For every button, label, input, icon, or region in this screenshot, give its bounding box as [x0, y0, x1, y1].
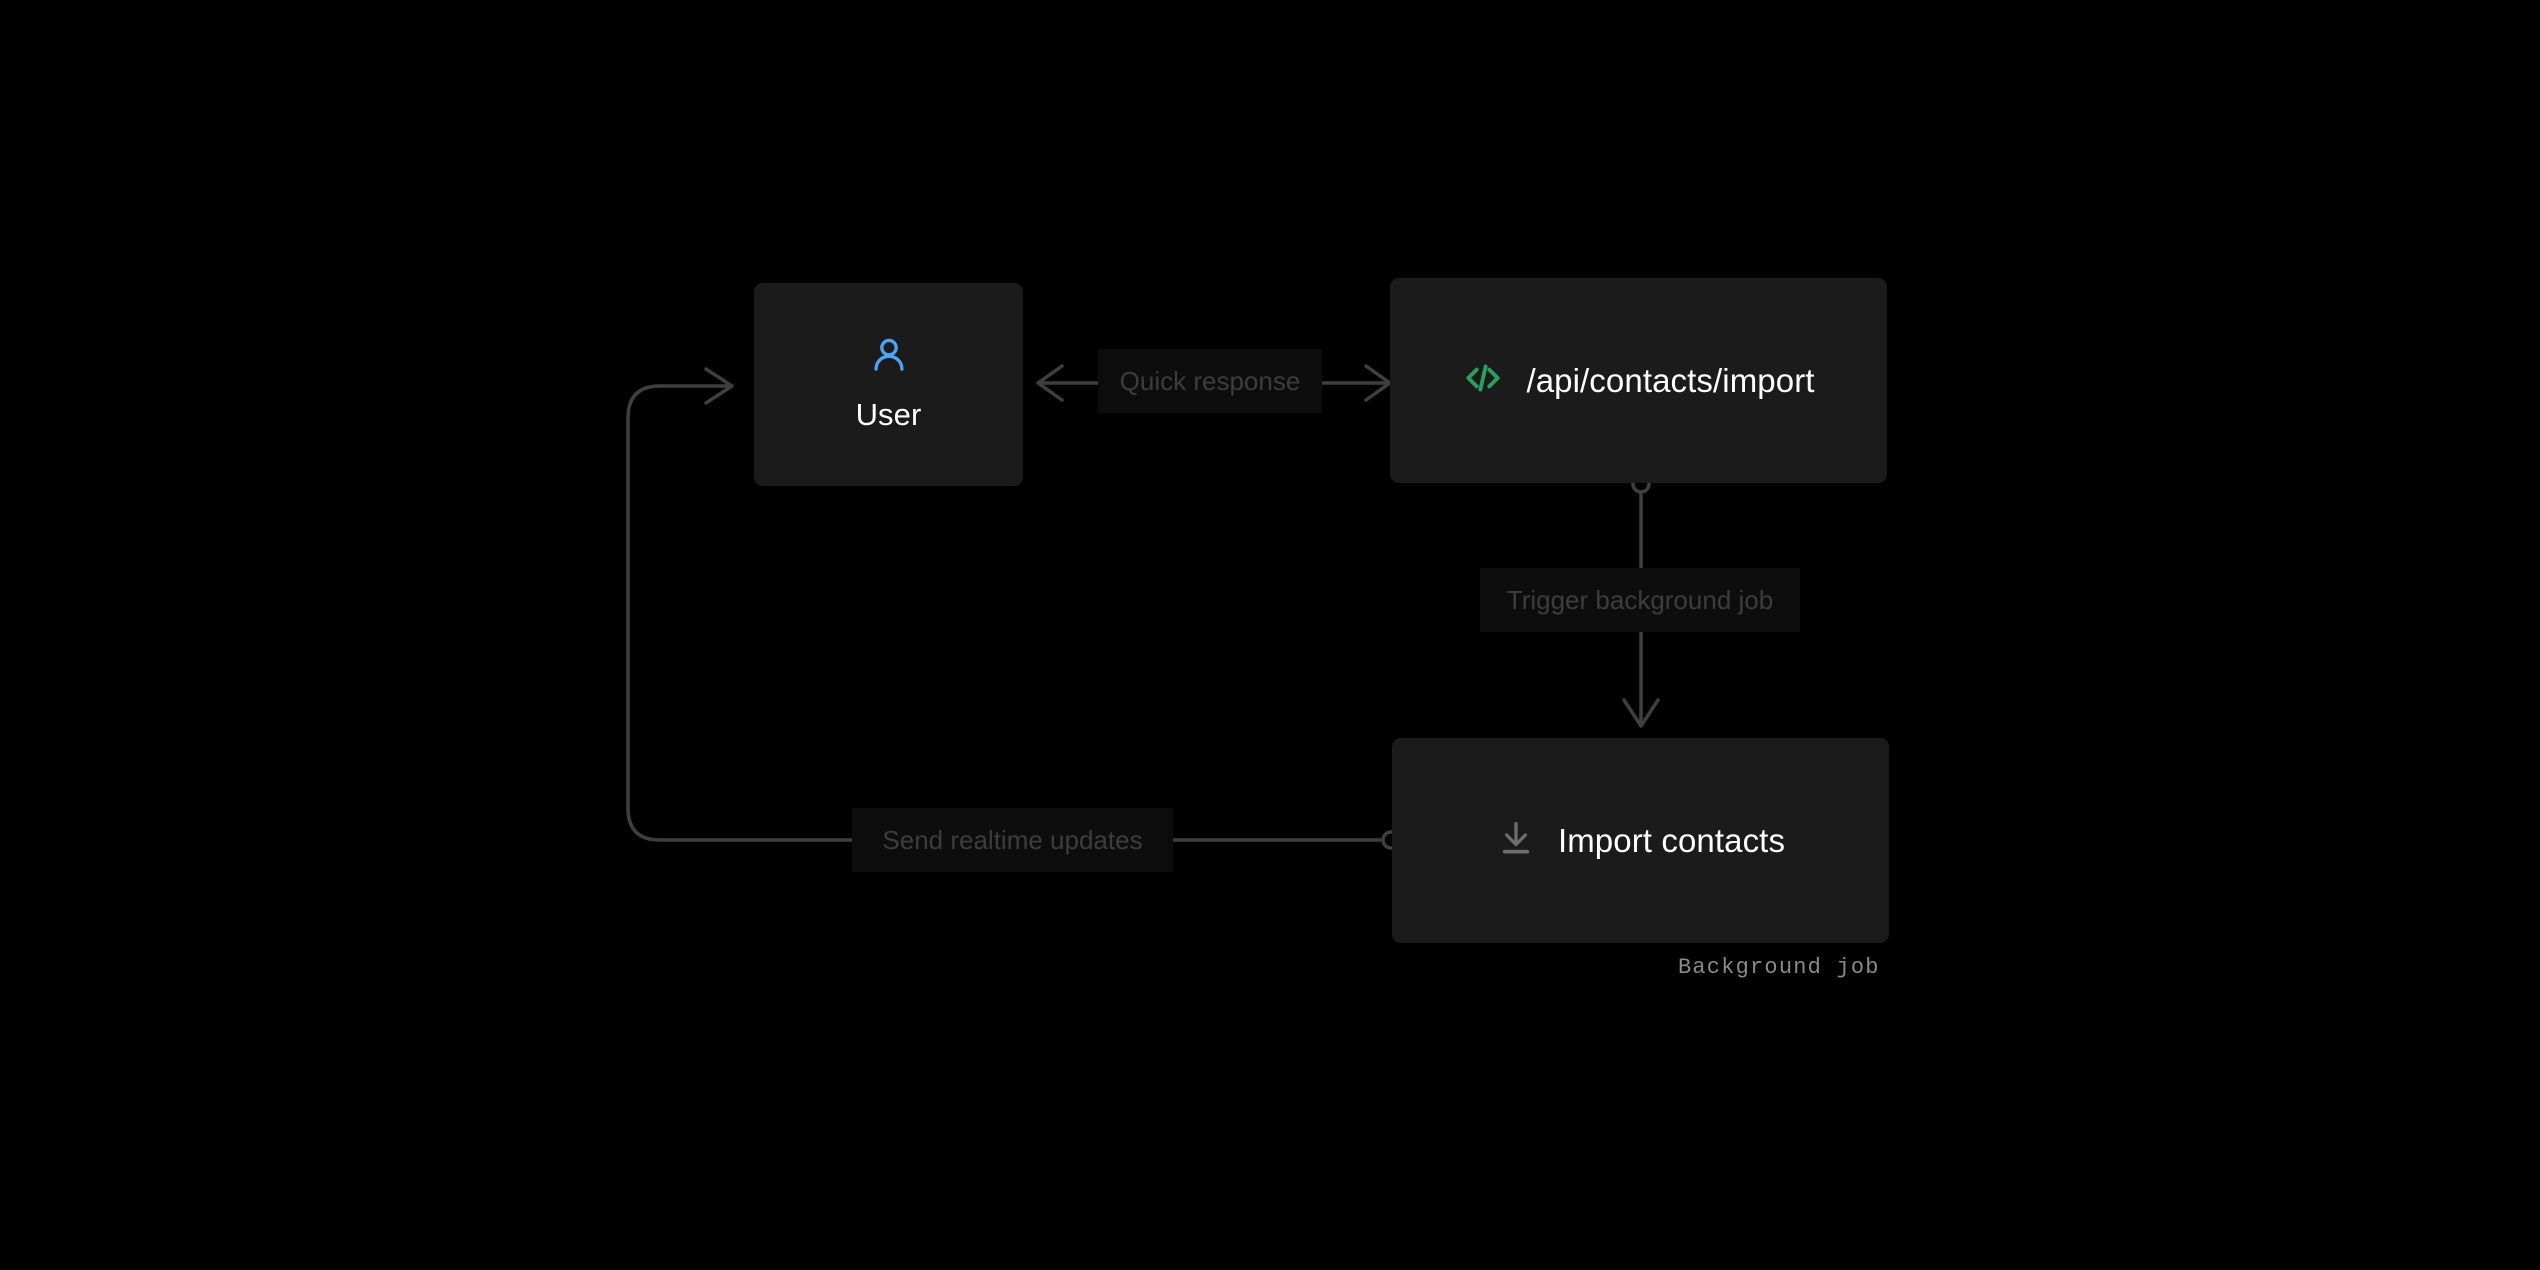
node-api[interactable]: /api/contacts/import	[1390, 278, 1887, 483]
node-api-label: /api/contacts/import	[1526, 361, 1815, 399]
edge-label-trigger-background-job: Trigger background job	[1480, 568, 1800, 632]
edge-job-user-path	[626, 384, 1385, 842]
node-user[interactable]: User	[754, 283, 1023, 486]
edge-label-quick-response: Quick response	[1098, 349, 1322, 413]
node-job[interactable]: Import contacts	[1392, 738, 1889, 943]
code-brackets-icon	[1462, 357, 1504, 404]
node-job-label: Import contacts	[1557, 821, 1786, 859]
download-icon	[1496, 818, 1536, 863]
arrowhead-right-to-user	[704, 367, 734, 405]
node-user-label: User	[855, 397, 922, 433]
arrowhead-left-to-user	[1036, 364, 1064, 402]
person-icon	[868, 335, 910, 382]
node-job-sublabel: Background job	[1678, 955, 1880, 980]
arrowhead-down-to-job	[1622, 698, 1660, 728]
edge-label-send-realtime-updates: Send realtime updates	[852, 808, 1173, 872]
